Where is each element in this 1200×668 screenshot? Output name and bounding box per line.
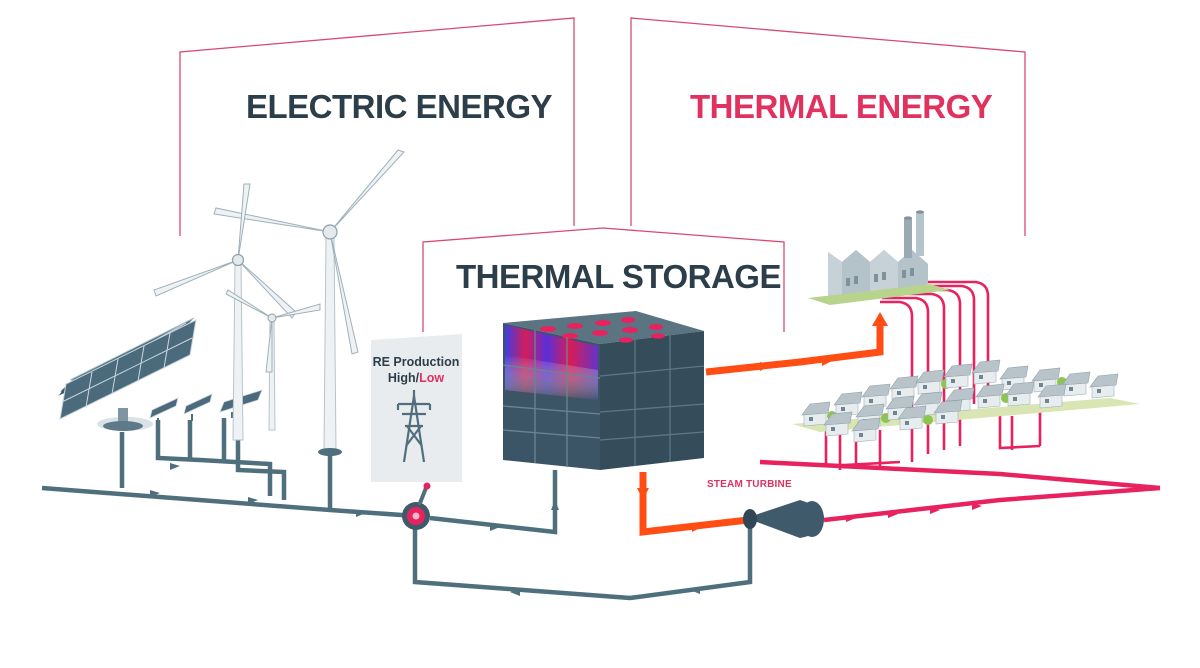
- power-pylon-icon: [396, 390, 432, 463]
- house-icon: [933, 399, 963, 425]
- house-icon: [823, 411, 853, 437]
- house-village: [792, 359, 1140, 443]
- house-icon: [851, 417, 881, 443]
- thermal-output-arrows: [846, 503, 982, 522]
- house-icon: [833, 391, 863, 417]
- re-high-label: High/: [387, 371, 420, 385]
- house-icon: [943, 363, 973, 389]
- heat-flow-arrows: [637, 312, 888, 532]
- house-icon: [861, 383, 891, 409]
- re-low-label: Low: [419, 371, 445, 385]
- house-icon: [897, 405, 933, 431]
- wind-turbine-small: [225, 289, 321, 431]
- house-icon: [999, 365, 1029, 391]
- wind-turbine-large: [213, 149, 405, 456]
- house-icon: [975, 383, 1011, 409]
- frame-thermal-energy: [630, 17, 1026, 236]
- house-icon: [1005, 381, 1035, 407]
- district-heating-pipes: [824, 280, 1042, 470]
- solar-panels-small: [149, 389, 263, 425]
- electric-energy-title: ELECTRIC ENERGY: [246, 88, 553, 125]
- re-production-state: High/Low: [372, 370, 460, 386]
- wind-turbine-medium: [153, 183, 297, 441]
- thermal-storage-cube: [502, 311, 705, 470]
- solar-panel-large: [58, 317, 197, 431]
- switch-valve-icon: [402, 482, 431, 530]
- thermal-storage-title: THERMAL STORAGE: [456, 258, 781, 295]
- re-production-heading: RE Production: [372, 355, 460, 369]
- frame-thermal-storage: [422, 227, 785, 332]
- electric-flow-arrows: [150, 463, 700, 596]
- steam-turbine-label: STEAM TURBINE: [707, 479, 792, 490]
- frame-electric-energy: [179, 17, 575, 236]
- house-icon: [1037, 383, 1067, 409]
- house-icon: [1089, 373, 1119, 399]
- electric-network: [41, 418, 753, 601]
- house-icon: [1061, 371, 1091, 397]
- re-production-label: RE Production High/Low: [372, 354, 460, 386]
- thermal-energy-title: THERMAL ENERGY: [690, 88, 993, 125]
- factory-building: [808, 210, 950, 305]
- steam-turbine-icon: [743, 500, 825, 538]
- re-production-card: [371, 334, 462, 482]
- house-icon: [971, 359, 1001, 385]
